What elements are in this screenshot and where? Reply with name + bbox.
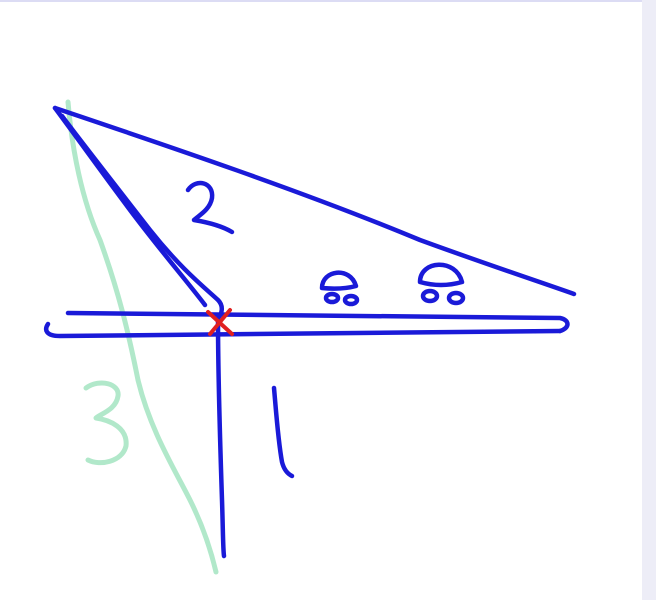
cloud-icon (319, 270, 360, 307)
intersection-x-icon (206, 308, 234, 336)
label-3-glyph (83, 380, 129, 466)
horizontal-bar-bottom (43, 321, 563, 339)
label-2-glyph (185, 180, 235, 235)
line-3-green (65, 99, 219, 575)
triangle-top-edge (52, 105, 577, 297)
right-panel (642, 0, 656, 600)
top-border (0, 0, 656, 2)
line-2-inner (59, 113, 224, 321)
cloud-icon (417, 262, 466, 306)
line-1-vertical (215, 317, 227, 559)
horizontal-bar-top (65, 310, 570, 334)
label-1-glyph (271, 385, 295, 479)
